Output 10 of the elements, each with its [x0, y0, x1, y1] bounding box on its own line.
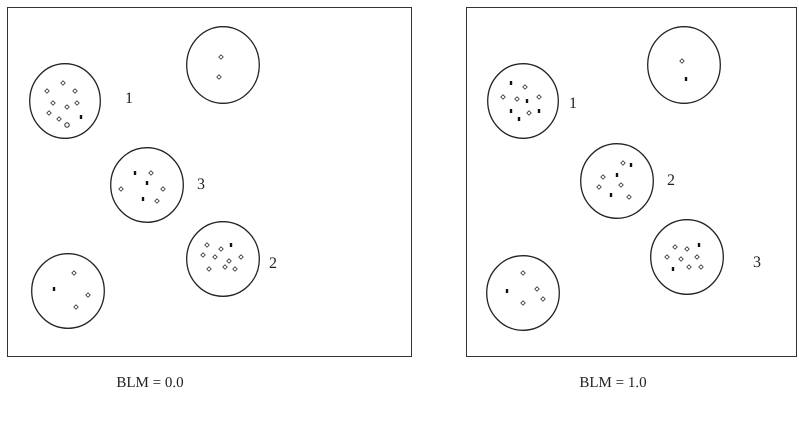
circle-number: 1 [125, 91, 133, 107]
panel-frame [7, 7, 412, 357]
circle-number: 1 [569, 96, 577, 112]
caption-text: BLM = 1.0 [579, 375, 647, 392]
circle-number: 2 [269, 256, 277, 272]
circle-number: 2 [667, 173, 675, 189]
circle-number: 3 [197, 177, 205, 193]
panel-frame [466, 7, 797, 357]
circle-number: 3 [753, 255, 761, 271]
caption-text: BLM = 0.0 [116, 375, 184, 392]
